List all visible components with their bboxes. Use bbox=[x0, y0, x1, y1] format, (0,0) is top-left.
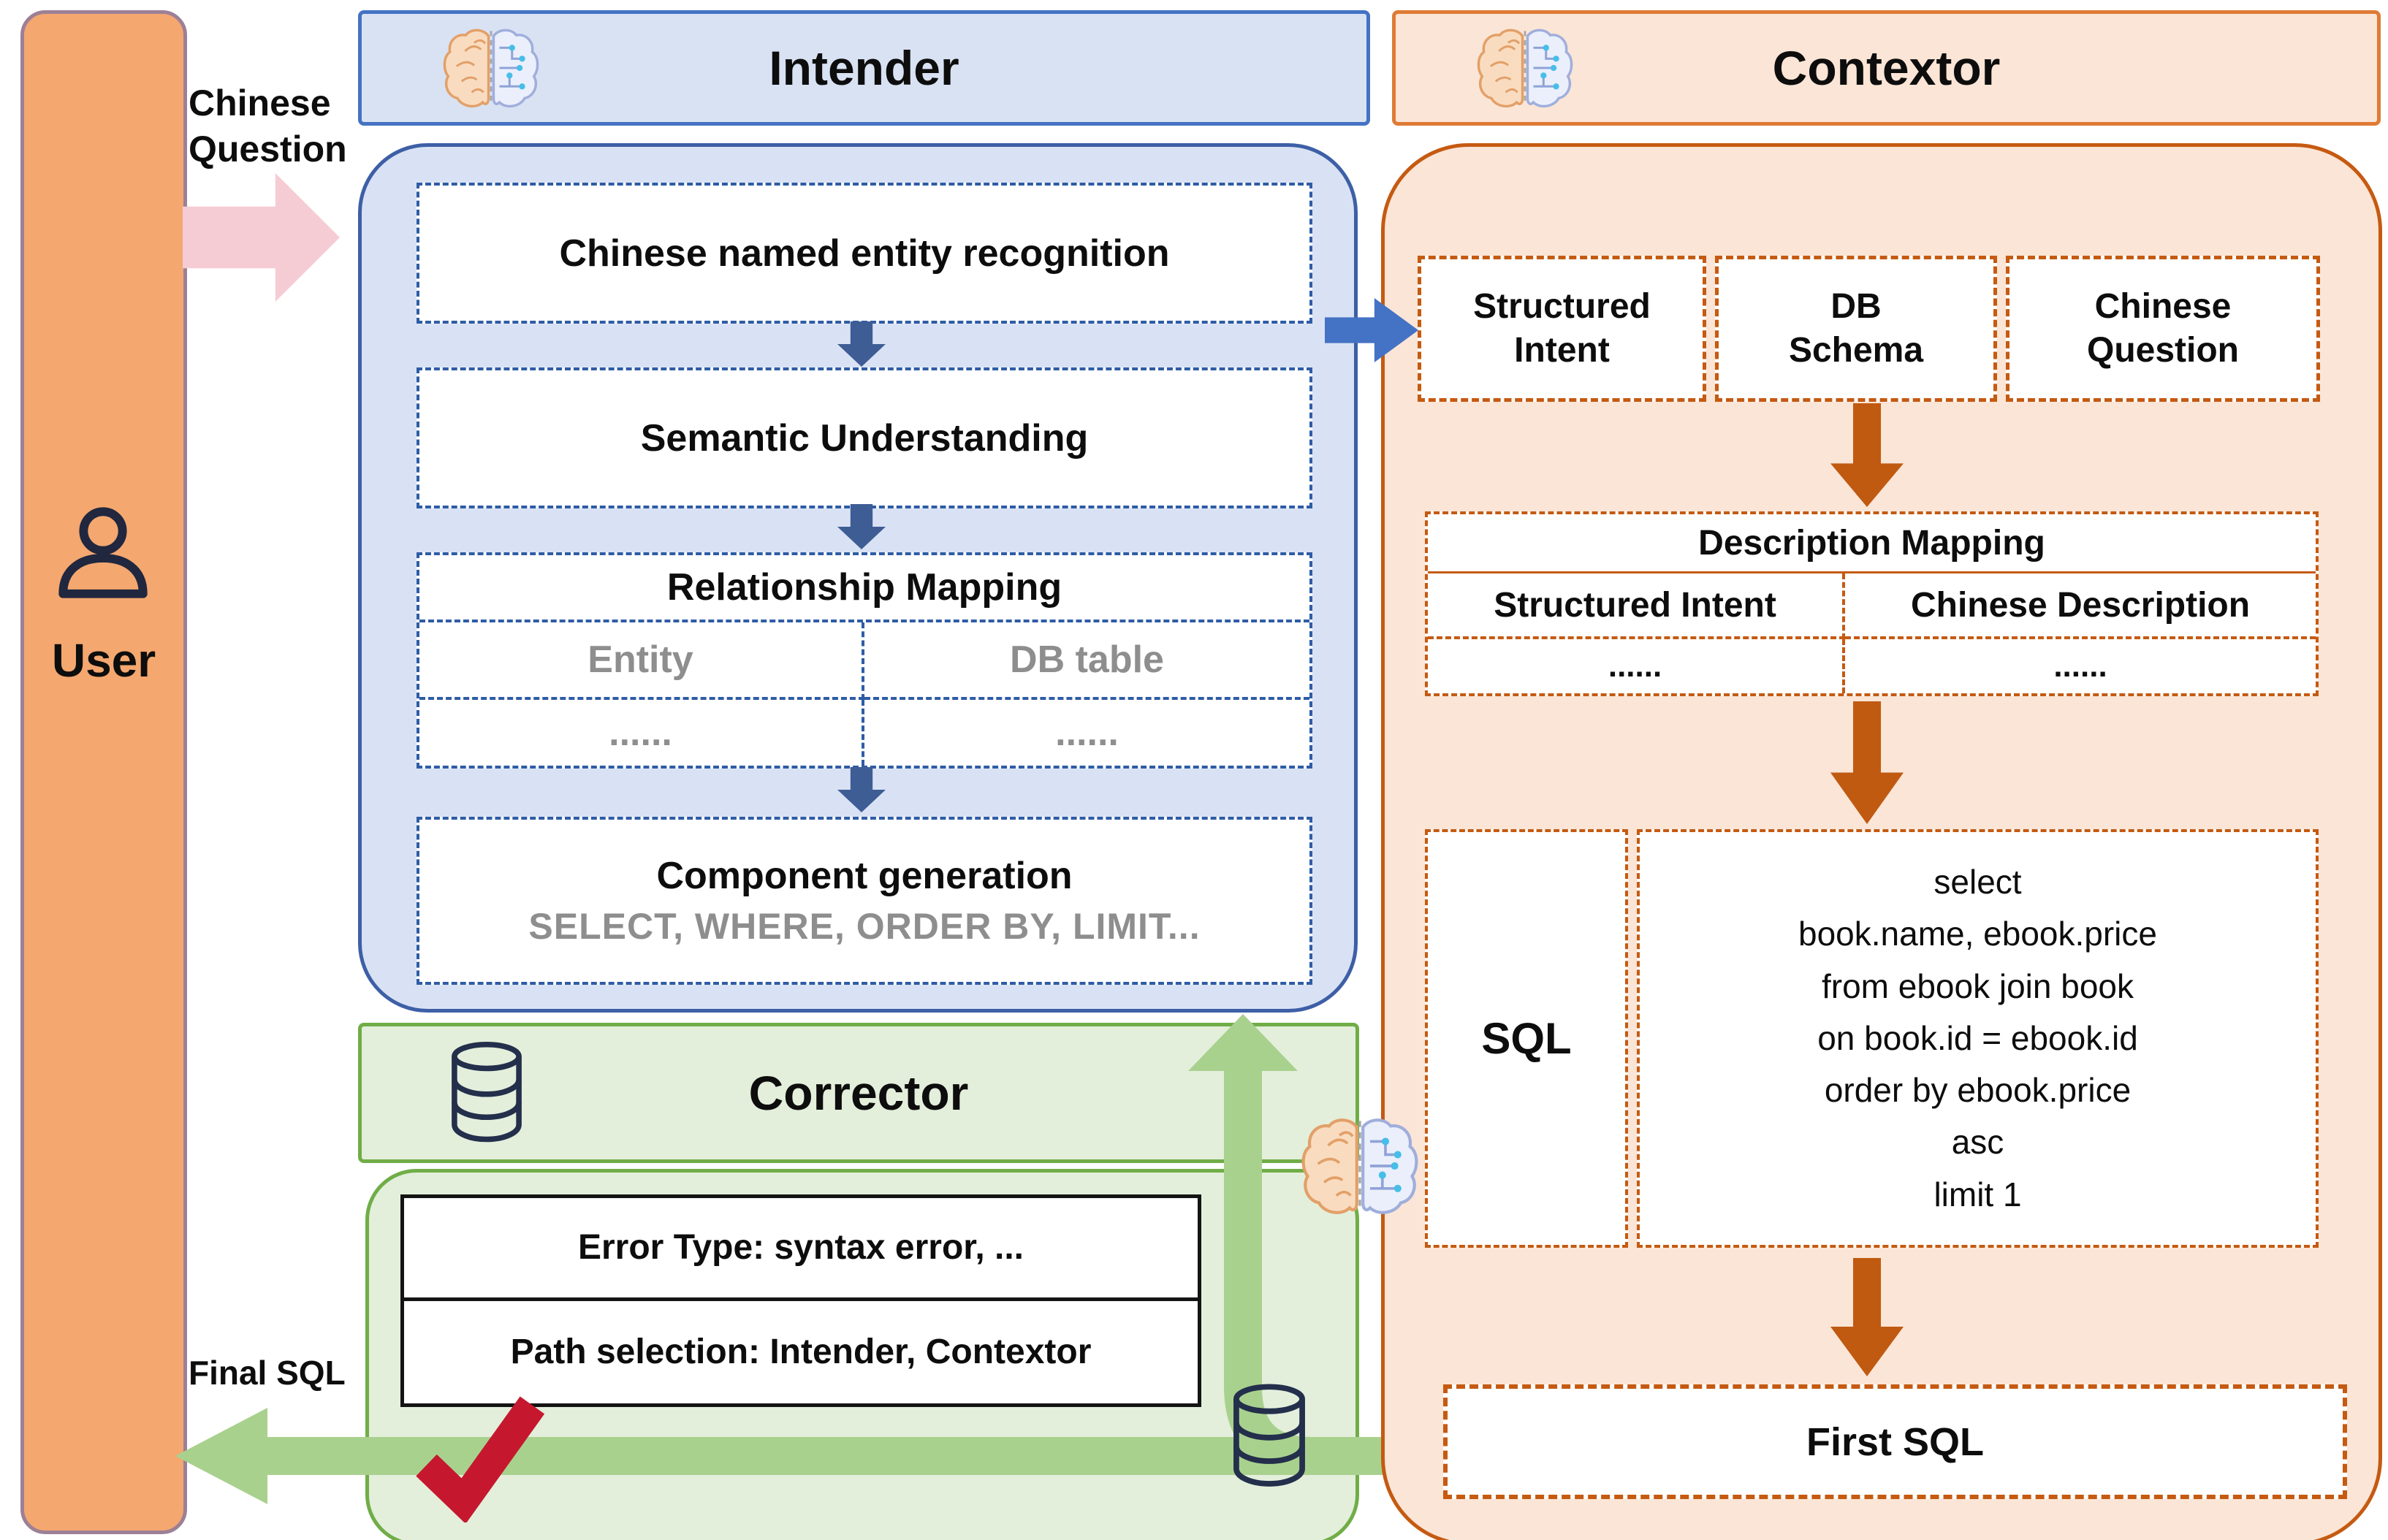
sql-line: book.name, ebook.price bbox=[1798, 915, 2157, 953]
column-header-chinese-description: Chinese Description bbox=[1845, 573, 2316, 639]
column-header-db-table: DB table bbox=[864, 622, 1309, 700]
database-icon bbox=[441, 1037, 533, 1146]
step-semantic-understanding-label: Semantic Understanding bbox=[640, 416, 1089, 460]
component-generation-box: Component generation SELECT, WHERE, ORDE… bbox=[417, 817, 1312, 985]
corrector-title: Corrector bbox=[748, 1066, 969, 1120]
column-header-entity: Entity bbox=[419, 622, 864, 700]
path-selection-row: Path selection: Intender, Contextor bbox=[510, 1333, 1092, 1372]
brain-icon bbox=[1298, 1105, 1421, 1227]
input-structured-intent-label: Structured Intent bbox=[1473, 287, 1651, 370]
sql-line: select bbox=[1933, 862, 2022, 901]
chinese-question-flow-label: Chinese Question bbox=[189, 83, 347, 169]
sql-label-box: SQL bbox=[1425, 829, 1628, 1248]
sql-line: from ebook join book bbox=[1821, 967, 2134, 1005]
input-db-schema-label: DB Schema bbox=[1788, 287, 1924, 370]
relationship-mapping-table: Relationship Mapping Entity DB table ...… bbox=[417, 552, 1312, 769]
database-icon bbox=[1215, 1379, 1323, 1490]
intender-header: Intender bbox=[358, 10, 1370, 126]
final-sql-flow-label: Final SQL bbox=[189, 1354, 346, 1392]
chinese-description-ellipsis-cell: ...... bbox=[2053, 648, 2107, 684]
user-panel: User bbox=[20, 10, 187, 1534]
first-sql-box: First SQL bbox=[1443, 1384, 2347, 1499]
db-table-ellipsis-cell: ...... bbox=[1055, 712, 1119, 754]
input-box-chinese-question: Chinese Question bbox=[2006, 256, 2320, 402]
description-mapping-table: Description Mapping Structured Intent Ch… bbox=[1425, 511, 2319, 696]
brain-icon bbox=[441, 21, 541, 115]
component-generation-title: Component generation bbox=[656, 855, 1073, 897]
corrector-info-box: Error Type: syntax error, ... Path selec… bbox=[400, 1194, 1201, 1407]
first-sql-label: First SQL bbox=[1806, 1419, 1985, 1464]
sql-line: limit 1 bbox=[1933, 1175, 2022, 1213]
sql-label: SQL bbox=[1481, 1014, 1572, 1063]
final-sql-arrowhead bbox=[175, 1408, 267, 1504]
step-semantic-understanding-box: Semantic Understanding bbox=[417, 367, 1312, 508]
contextor-title: Contextor bbox=[1772, 41, 2001, 95]
intender-title: Intender bbox=[769, 41, 959, 95]
input-chinese-question-label: Chinese Question bbox=[2086, 287, 2239, 370]
input-box-structured-intent: Structured Intent bbox=[1418, 256, 1706, 402]
sql-text-box: select book.name, ebook.price from ebook… bbox=[1637, 829, 2319, 1248]
chinese-question-arrow bbox=[183, 173, 340, 302]
column-header-structured-intent: Structured Intent bbox=[1428, 573, 1846, 639]
input-box-db-schema: DB Schema bbox=[1715, 256, 1997, 402]
sql-line: on book.id = ebook.id bbox=[1817, 1018, 2138, 1057]
checkmark-icon bbox=[406, 1387, 550, 1522]
component-generation-examples: SELECT, WHERE, ORDER BY, LIMIT... bbox=[528, 906, 1201, 947]
entity-ellipsis-cell: ...... bbox=[419, 700, 864, 766]
user-icon bbox=[49, 499, 157, 609]
structured-intent-ellipsis-cell: ...... bbox=[1428, 639, 1846, 693]
relationship-mapping-title: Relationship Mapping bbox=[419, 555, 1309, 622]
error-type-row: Error Type: syntax error, ... bbox=[404, 1198, 1198, 1301]
sql-line: asc bbox=[1951, 1123, 2004, 1162]
contextor-header: Contextor bbox=[1392, 10, 2381, 126]
step-chinese-ner-box: Chinese named entity recognition bbox=[417, 183, 1312, 324]
user-label: User bbox=[51, 634, 156, 687]
brain-icon bbox=[1475, 21, 1575, 115]
corrector-header: Corrector bbox=[358, 1023, 1359, 1163]
description-mapping-title: Description Mapping bbox=[1428, 514, 2316, 573]
step-chinese-ner-label: Chinese named entity recognition bbox=[559, 232, 1170, 275]
sql-line: order by ebook.price bbox=[1824, 1071, 2132, 1110]
